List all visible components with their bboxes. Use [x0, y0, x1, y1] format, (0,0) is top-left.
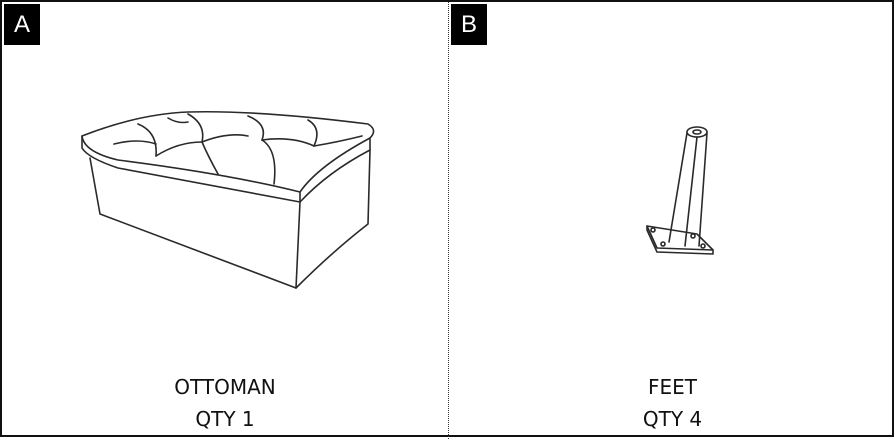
part-panel-ottoman: A OTTOMAN QTY 1: [2, 2, 448, 439]
part-quantity: QTY 4: [642, 407, 703, 431]
foot-illustration: [646, 126, 714, 255]
part-name: OTTOMAN: [174, 375, 276, 399]
ottoman-illustration: [81, 110, 375, 289]
panel-divider: [448, 2, 449, 439]
part-quantity: QTY 1: [195, 407, 255, 431]
part-tag: A: [4, 4, 40, 45]
part-caption: OTTOMAN QTY 1: [2, 371, 448, 435]
part-caption: FEET QTY 4: [449, 371, 894, 435]
part-name: FEET: [648, 375, 697, 399]
part-panel-feet: B FEET QTY 4: [449, 2, 894, 439]
part-tag: B: [451, 4, 487, 45]
